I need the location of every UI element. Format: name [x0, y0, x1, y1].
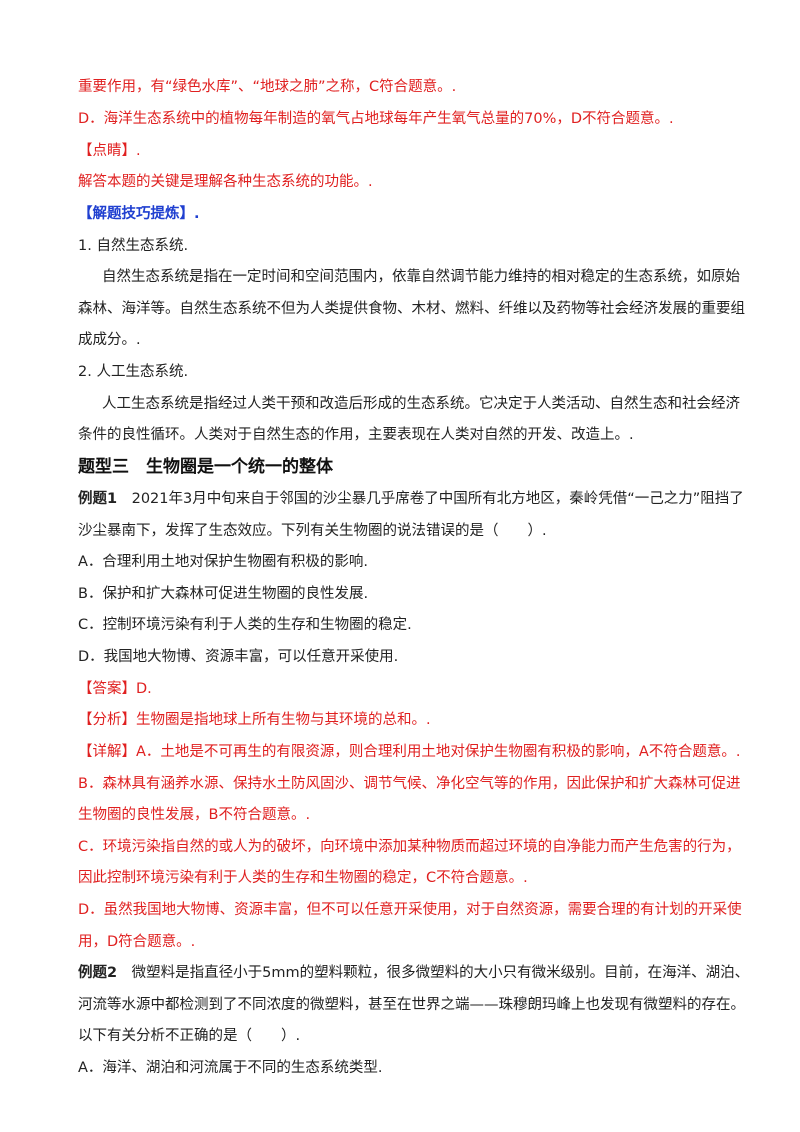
answer-line: 【答案】D. [78, 681, 152, 697]
explanation-line: C．环境污染指自然的或人为的破坏，向环境中添加某种物质而超过环境的自净能力而产生… [78, 839, 741, 855]
explanation-line: 【详解】A．土地是不可再生的有限资源，则合理利用土地对保护生物圈有积极的影响，A… [78, 744, 741, 760]
analysis-line: 【分析】生物圈是指地球上所有生物与其环境的总和。. [78, 712, 431, 728]
text-line: 重要作用，有“绿色水库”、“地球之肺”之称，C符合题意。. [78, 79, 457, 95]
text-line: 1. 自然生态系统. [78, 238, 189, 254]
text-line: 例题2 微塑料是指直径小于5mm的塑料颗粒，很多微塑料的大小只有微米级别。目前，… [78, 963, 749, 983]
explanation-line: 用，D符合题意。. [78, 934, 196, 950]
text-line: D．海洋生态系统中的植物每年制造的氧气占地球每年产生氧气总量的70%，D不符合题… [78, 111, 674, 127]
text-line: 例题1 2021年3月中旬来自于邻国的沙尘暴几乎席卷了中国所有北方地区，秦岭凭借… [78, 489, 744, 509]
example-label: 例题2 [78, 965, 118, 981]
option-line: C．控制环境污染有利于人类的生存和生物圈的稳定. [78, 617, 412, 633]
text-line: 条件的良性循环。人类对于自然生态的作用，主要表现在人类对自然的开发、改造上。. [78, 427, 634, 443]
option-line: B．保护和扩大森林可促进生物圈的良性发展. [78, 586, 369, 602]
explanation-line: B．森林具有涵养水源、保持水土防风固沙、调节气候、净化空气等的作用，因此保护和扩… [78, 776, 741, 792]
text-line: 【点睛】. [78, 143, 141, 159]
section-heading: 【解题技巧提炼】. [78, 206, 200, 222]
explanation-line: 因此控制环境污染有利于人类的生存和生物圈的稳定，C不符合题意。. [78, 870, 528, 886]
text-line: 森林、海洋等。自然生态系统不但为人类提供食物、木材、燃料、纤维以及药物等社会经济… [78, 301, 745, 317]
option-line: A．海洋、湖泊和河流属于不同的生态系统类型. [78, 1060, 383, 1076]
text-line: 2. 人工生态系统. [78, 364, 189, 380]
text-line: 自然生态系统是指在一定时间和空间范围内，依靠自然调节能力维持的相对稳定的生态系统… [102, 269, 740, 285]
explanation-line: D．虽然我国地大物博、资源丰富，但不可以任意开采使用，对于自然资源，需要合理的有… [78, 902, 742, 918]
example-label: 例题1 [78, 491, 118, 507]
example-text: 2021年3月中旬来自于邻国的沙尘暴几乎席卷了中国所有北方地区，秦岭凭借“一己之… [117, 491, 744, 507]
explanation-line: 生物圈的良性发展，B不符合题意。. [78, 807, 311, 823]
text-line: 人工生态系统是指经过人类干预和改造后形成的生态系统。它决定于人类活动、自然生态和… [102, 396, 740, 412]
section-title: 题型三 生物圈是一个统一的整体 [78, 457, 333, 477]
option-line: A．合理利用土地对保护生物圈有积极的影响. [78, 554, 369, 570]
option-line: D．我国地大物博、资源丰富，可以任意开采使用. [78, 649, 399, 665]
text-line: 解答本题的关键是理解各种生态系统的功能。. [78, 174, 373, 190]
example-text: 微塑料是指直径小于5mm的塑料颗粒，很多微塑料的大小只有微米级别。目前，在海洋、… [117, 965, 750, 981]
text-line: 以下有关分析不正确的是（ ）. [78, 1028, 301, 1044]
text-line: 河流等水源中都检测到了不同浓度的微塑料，甚至在世界之端——珠穆朗玛峰上也发现有微… [78, 997, 745, 1013]
text-line: 沙尘暴南下，发挥了生态效应。下列有关生物圈的说法错误的是（ ）. [78, 523, 547, 539]
text-line: 成成分。. [78, 332, 141, 348]
